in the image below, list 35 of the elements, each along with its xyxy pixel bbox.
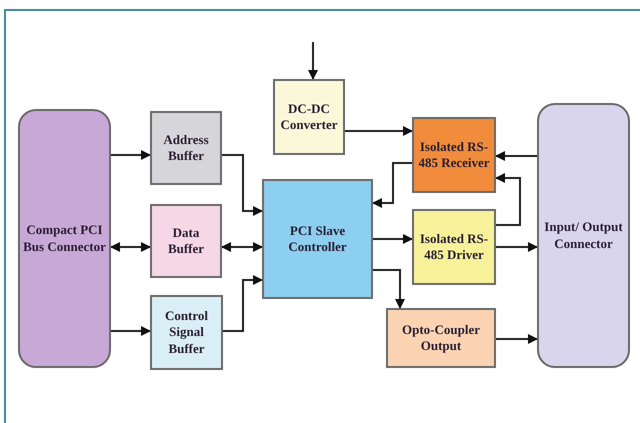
arrow — [373, 269, 405, 309]
node-label: Data Buffer — [166, 224, 206, 258]
node-label: Control Signal Buffer — [164, 308, 210, 357]
node-label: Isolated RS-485 Receiver — [417, 138, 491, 172]
process-box — [150, 111, 222, 185]
process-box — [386, 308, 496, 368]
connector-block — [18, 109, 111, 368]
arrow — [495, 151, 537, 161]
arrow — [496, 242, 538, 252]
arrow — [372, 162, 412, 208]
node-label: Isolated RS-485 Driver — [418, 230, 490, 264]
node-label: PCI Slave Controller — [287, 222, 348, 256]
process-box — [150, 204, 222, 278]
node-label: Address Buffer — [162, 132, 210, 164]
controller-box — [262, 179, 373, 299]
arrow — [496, 334, 538, 344]
node-label: DC-DC Converter — [279, 100, 339, 134]
connector-block — [537, 103, 630, 368]
process-box — [150, 295, 223, 370]
arrow — [221, 242, 263, 252]
process-box — [273, 79, 345, 155]
arrow — [495, 173, 521, 226]
arrow — [223, 275, 263, 332]
node-label: Opto-Coupler Output — [401, 322, 481, 354]
node-label: Input/ Output Connector — [543, 219, 624, 252]
node-label: Compact PCI Bus Connector — [22, 222, 107, 255]
arrow — [110, 242, 151, 252]
process-box — [412, 117, 496, 193]
arrow — [111, 326, 151, 336]
arrow — [308, 42, 318, 80]
process-box — [412, 209, 496, 285]
arrow — [373, 234, 413, 244]
arrow — [345, 126, 413, 136]
arrow — [222, 154, 263, 216]
arrow — [111, 150, 151, 160]
